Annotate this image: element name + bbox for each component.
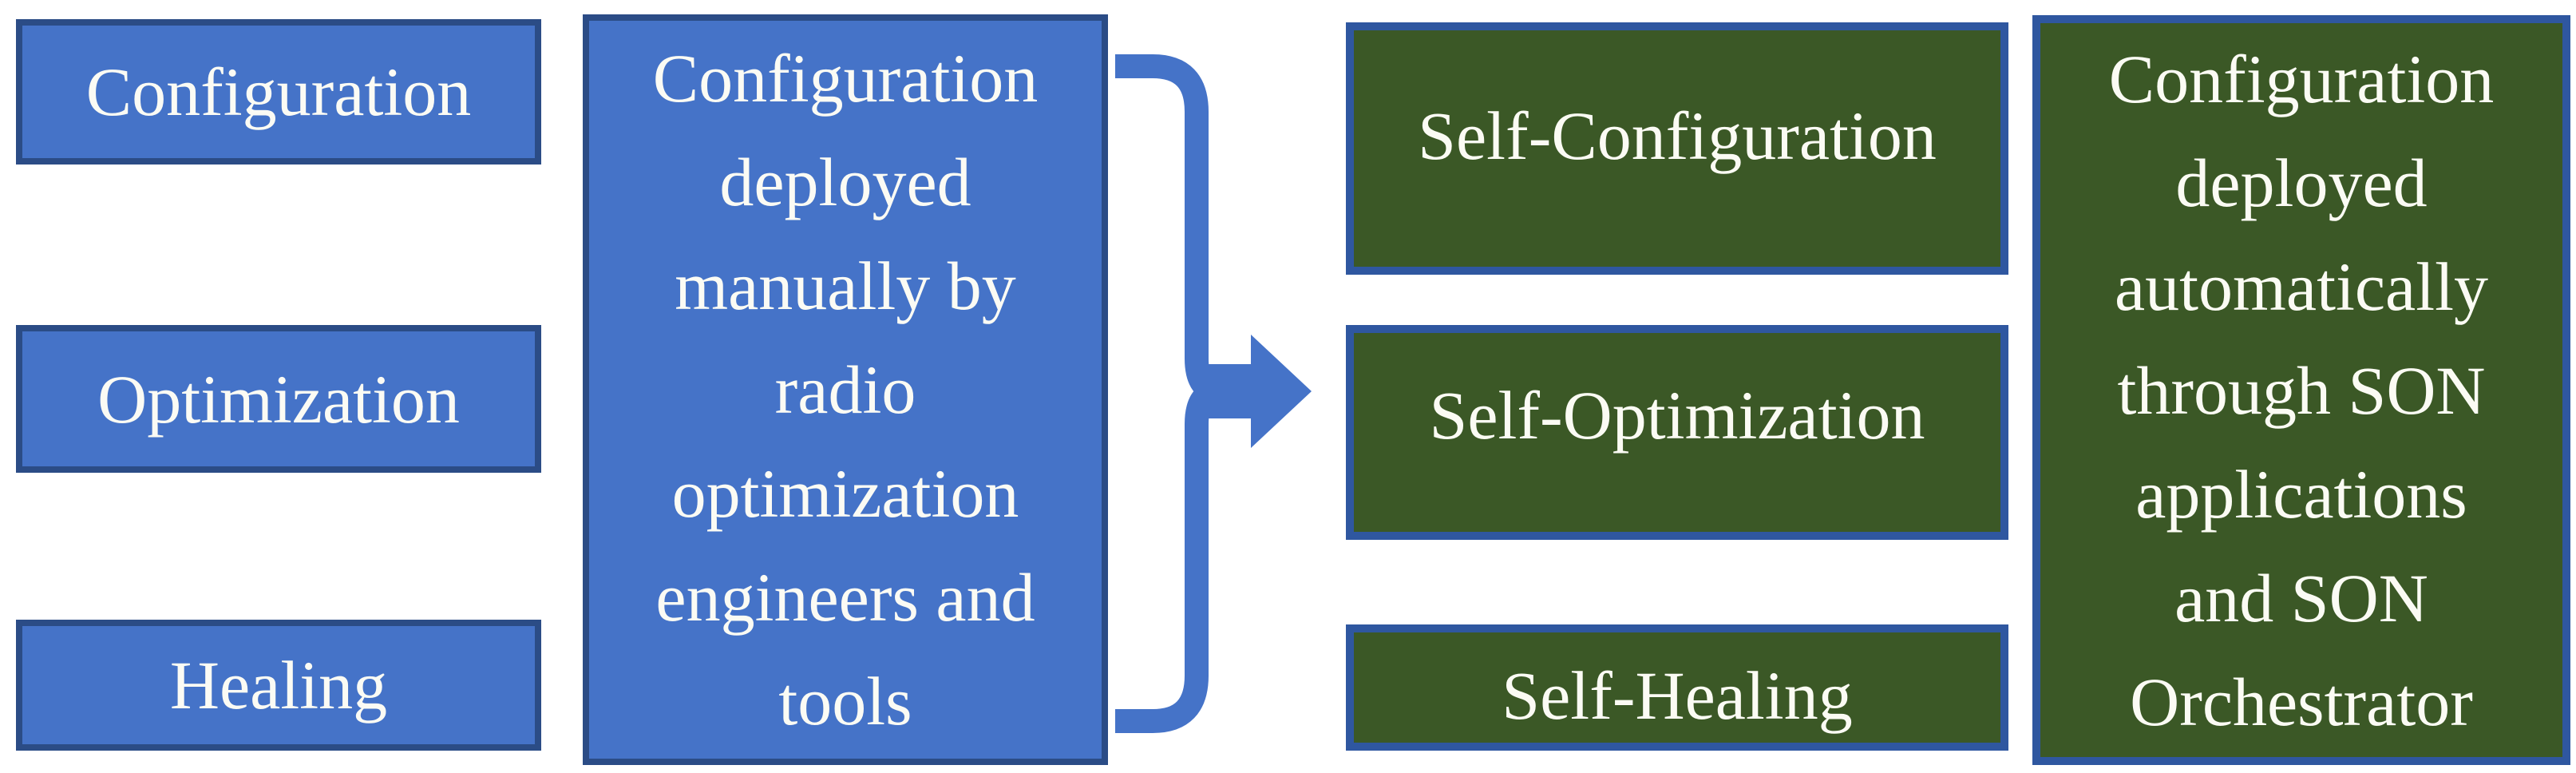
box-optimization: Optimization (16, 325, 541, 473)
box-self-optimization: Self-Optimization (1346, 325, 2008, 540)
manual-summary-line: engineers and (655, 559, 1035, 636)
auto-summary-line: through SON (2117, 351, 2486, 429)
auto-summary-line: applications (2135, 455, 2467, 533)
configuration-label: Configuration (85, 54, 472, 130)
manual-summary-line: optimization (671, 455, 1019, 532)
manual-summary-line: manually by (675, 248, 1016, 324)
healing-label: Healing (169, 647, 388, 723)
box-configuration: Configuration (16, 19, 541, 165)
box-self-configuration: Self-Configuration (1346, 22, 2008, 275)
auto-summary-line: and SON (2174, 559, 2428, 636)
auto-summary-line: Configuration (2108, 40, 2495, 117)
box-automatic-deployment-summary: Configuration deployed automatically thr… (2032, 15, 2570, 765)
manual-summary-line: Configuration (652, 40, 1039, 117)
manual-summary-line: tools (778, 663, 912, 739)
self-healing-label: Self-Healing (1502, 657, 1853, 734)
optimization-label: Optimization (97, 360, 460, 438)
manual-summary-line: deployed (719, 144, 971, 220)
box-self-healing: Self-Healing (1346, 624, 2008, 751)
box-manual-deployment-summary: Configuration deployed manually by radio… (583, 14, 1108, 765)
manual-summary-line: radio (774, 351, 916, 428)
right-brace-shape (1115, 54, 1219, 733)
box-healing: Healing (16, 620, 541, 751)
right-arrow-shape (1199, 335, 1312, 448)
auto-summary-line: automatically (2114, 248, 2489, 325)
auto-summary-line: Orchestrator (2130, 663, 2473, 740)
self-configuration-label: Self-Configuration (1418, 97, 1937, 174)
auto-summary-line: deployed (2175, 144, 2428, 221)
self-optimization-label: Self-Optimization (1429, 377, 1925, 454)
